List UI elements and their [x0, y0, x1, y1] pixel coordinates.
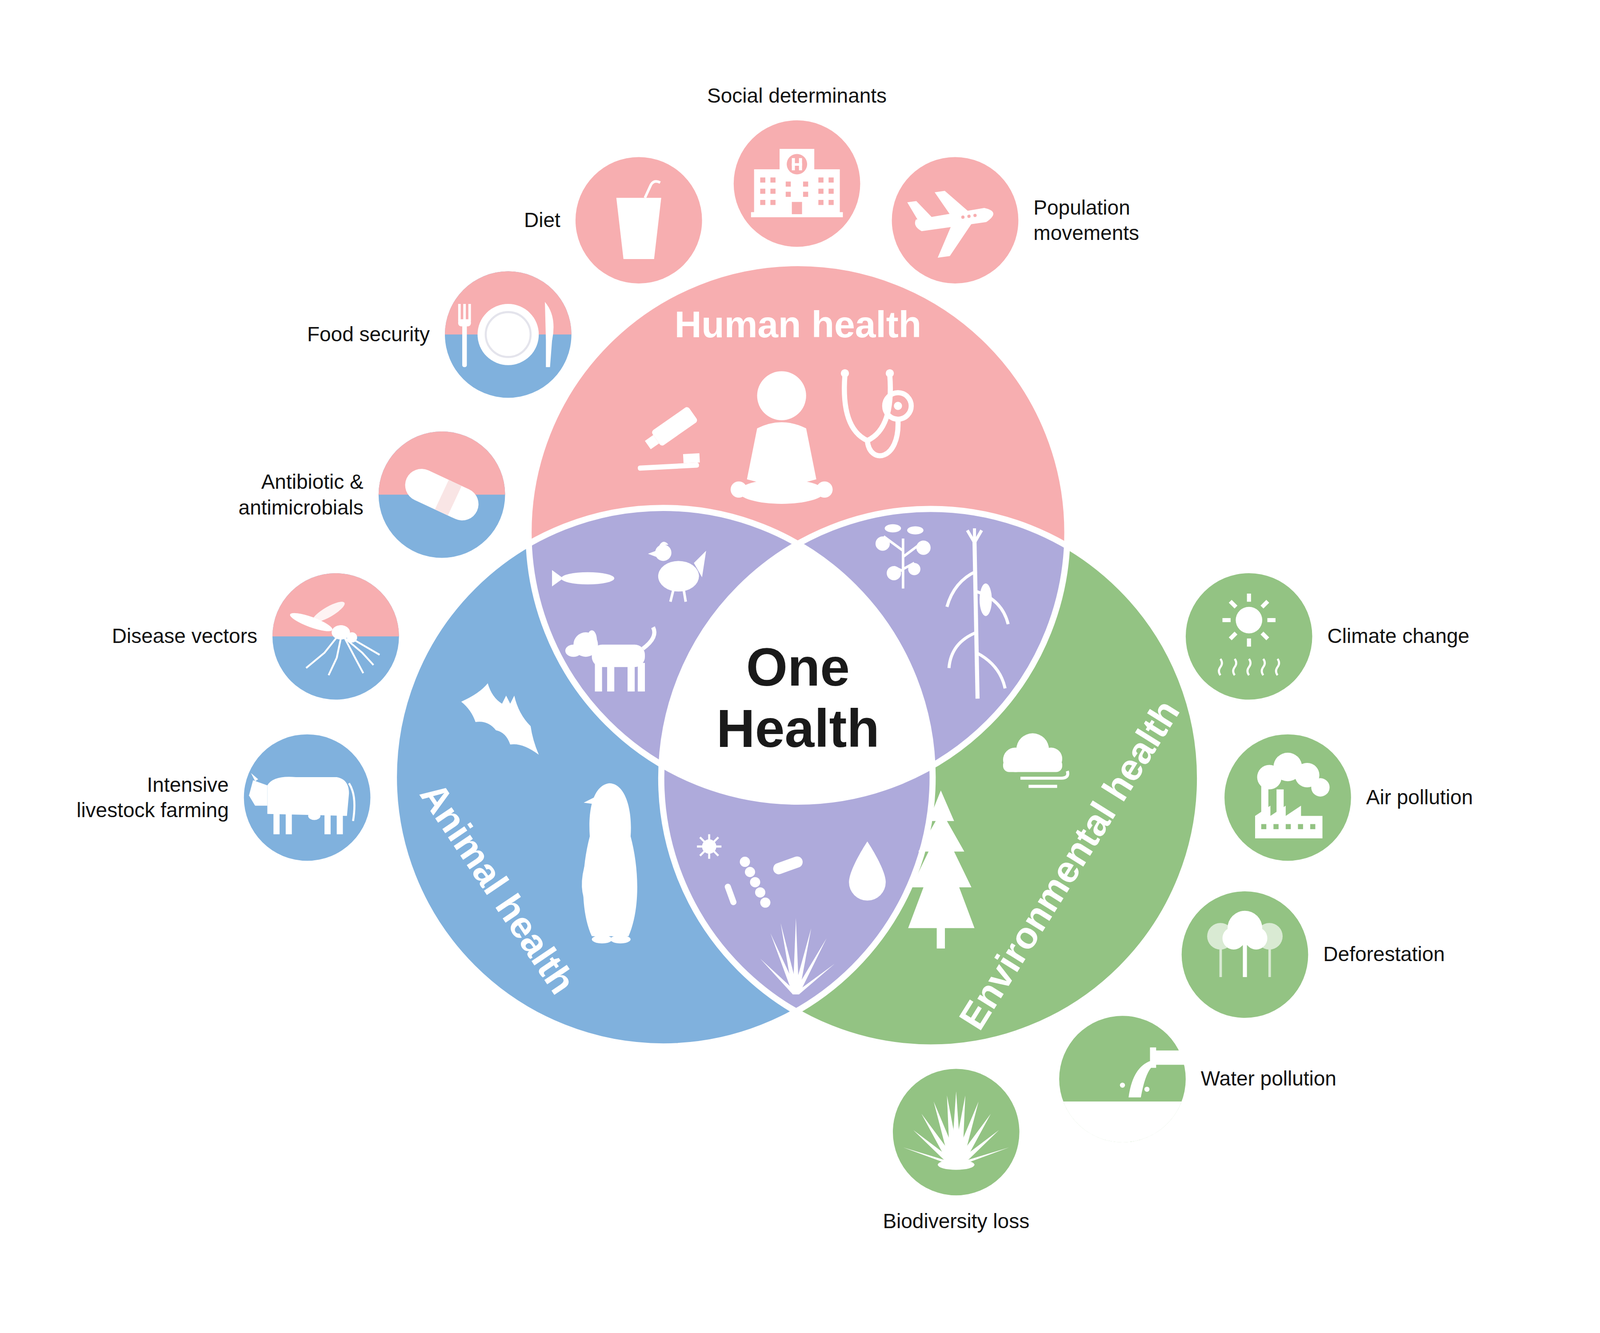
domain-circle: Environmental health — [661, 508, 1200, 1048]
factor-label-holder: Disease vectors — [112, 624, 258, 650]
mosquito-icon — [288, 598, 380, 676]
factor-label: Water pollution — [1200, 1066, 1337, 1093]
chicken-icon — [648, 541, 707, 602]
plane-icon — [906, 184, 999, 261]
factor-label: Social determinants — [707, 83, 887, 109]
factor-label-holder: Diet — [524, 207, 561, 234]
domain-label: Environmental health — [951, 693, 1188, 1037]
cloud-wind-icon — [1003, 733, 1068, 787]
cow-icon — [248, 773, 355, 835]
domain-label-holder: Human health — [674, 304, 922, 345]
factor-label: Climate change — [1327, 624, 1470, 650]
cup-icon — [616, 181, 662, 260]
stethoscope-icon — [840, 369, 912, 456]
factor-circle: Water pollution — [1059, 1016, 1186, 1143]
one-health-core: One Health — [700, 636, 896, 760]
factor-label-holder: Deforestation — [1323, 942, 1445, 968]
factor-label-holder: Food security — [307, 321, 430, 348]
microbes-icon — [696, 834, 804, 908]
penguin-icon — [581, 783, 638, 944]
factor-circle: Diet — [575, 156, 703, 284]
factor-circle: Disease vectors — [272, 573, 400, 700]
domain-label-holder: Environmental health — [951, 693, 1188, 1037]
factor-label: Deforestation — [1323, 942, 1445, 968]
corn-icon — [947, 528, 1009, 699]
factor-circle: Population movements — [892, 156, 1019, 284]
factor-label-holder: Air pollution — [1366, 784, 1473, 811]
factor-label: Biodiversity loss — [882, 1208, 1030, 1235]
domain-label: Animal health — [412, 775, 584, 1002]
toothpaste-icon — [637, 406, 701, 472]
factor-circle: Air pollution — [1224, 734, 1352, 862]
factor-circle: Climate change — [1185, 573, 1313, 700]
domain-circle: Animal health — [393, 508, 933, 1047]
dog-icon — [565, 627, 655, 692]
factor-label-holder: Population movements — [1033, 194, 1167, 246]
overlap-region — [393, 508, 1200, 1048]
conifer-icon — [908, 790, 975, 949]
factor-label: Disease vectors — [112, 624, 258, 650]
trees-icon — [1207, 911, 1283, 978]
sun-icon — [1218, 593, 1279, 676]
tomato-plant-icon — [875, 524, 931, 589]
factor-label: Food security — [307, 321, 430, 348]
domain-label-holder: Animal health — [412, 775, 584, 1002]
factor-label: Air pollution — [1366, 784, 1473, 811]
factor-label: Antibiotic & antimicrobials — [230, 469, 364, 521]
factor-label: Intensive livestock farming — [68, 772, 229, 824]
factor-label-holder: Intensive livestock farming — [68, 772, 229, 824]
core-title: One Health — [700, 636, 896, 760]
plate-icon — [458, 301, 554, 368]
factor-label-holder: Water pollution — [1200, 1066, 1337, 1093]
domain-label: Human health — [674, 304, 922, 345]
agave-icon — [903, 1091, 1010, 1171]
factor-circle: Antibiotic & antimicrobials — [378, 431, 506, 559]
factor-label: Population movements — [1033, 194, 1167, 246]
circle-borders — [393, 263, 1200, 1048]
factor-circle: Biodiversity loss — [892, 1069, 1020, 1196]
factory-icon — [1255, 752, 1330, 839]
baby-icon — [730, 371, 833, 504]
hospital-icon — [751, 148, 844, 218]
factor-label: Diet — [524, 207, 561, 234]
factor-label-holder: Climate change — [1327, 624, 1470, 650]
factor-label-holder: Biodiversity loss — [882, 1208, 1030, 1235]
factor-circle: Social determinants — [733, 120, 861, 248]
factor-circle: Deforestation — [1181, 891, 1309, 1019]
outflow-pipe-icon — [1063, 1047, 1188, 1143]
fish-icon — [552, 570, 615, 587]
factor-label-holder: Antibiotic & antimicrobials — [230, 469, 364, 521]
water-drop-icon — [848, 841, 886, 901]
venn-circles — [393, 263, 1200, 1048]
factor-circle: Food security — [444, 271, 572, 399]
factor-circle: Intensive livestock farming — [244, 734, 371, 862]
capsule-icon — [400, 463, 484, 526]
grass-icon — [760, 918, 835, 995]
factor-label-holder: Social determinants — [707, 83, 887, 109]
factor-circle-fills — [244, 120, 1352, 1196]
bat-icon — [461, 683, 539, 756]
